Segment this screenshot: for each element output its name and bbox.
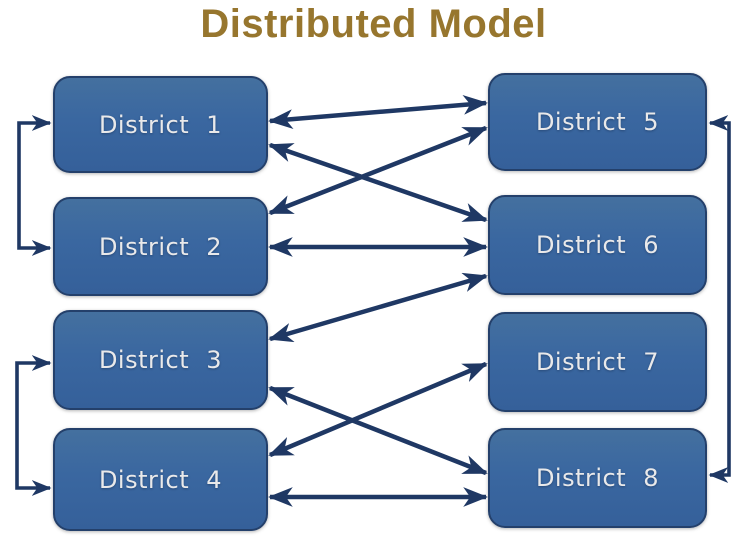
edge-district1-district5 <box>268 95 488 129</box>
district-2-label: District 2 <box>98 232 223 261</box>
bracket-district5-district8 <box>708 115 731 483</box>
district-8-box: District 8 <box>488 428 707 528</box>
district-4-box: District 4 <box>53 428 268 531</box>
district-8-label: District 8 <box>535 464 660 492</box>
edge-district4-district7 <box>268 361 488 458</box>
edge-district2-district5 <box>268 125 488 216</box>
district-1-box: District 1 <box>53 76 268 173</box>
district-1-label: District 1 <box>98 110 223 139</box>
bracket-district1-district2 <box>17 115 52 256</box>
bracket-district3-district4 <box>15 355 52 496</box>
edge-district3-district8 <box>268 385 488 476</box>
edge-district3-district6 <box>268 272 488 343</box>
district-5-box: District 5 <box>488 73 707 171</box>
district-5-label: District 5 <box>535 108 660 136</box>
district-6-label: District 6 <box>535 231 660 259</box>
district-3-box: District 3 <box>53 310 268 410</box>
district-6-box: District 6 <box>488 195 707 295</box>
district-7-box: District 7 <box>488 312 707 412</box>
district-3-label: District 3 <box>98 346 223 374</box>
district-2-box: District 2 <box>53 197 268 296</box>
diagram-title: Distributed Model <box>200 2 547 46</box>
edge-district1-district6 <box>268 142 488 223</box>
district-7-label: District 7 <box>535 348 660 376</box>
district-4-label: District 4 <box>98 465 223 494</box>
